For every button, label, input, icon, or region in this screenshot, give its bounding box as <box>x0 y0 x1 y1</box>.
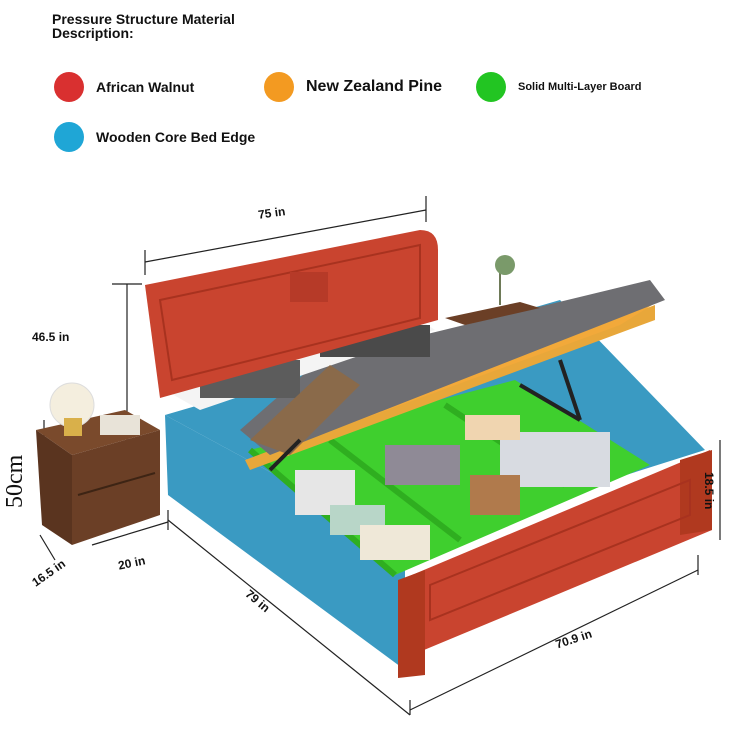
bed-height-label: 18.5 in <box>702 472 716 510</box>
legend-label: New Zealand Pine <box>306 78 443 95</box>
legend-label: Wooden Core Bed Edge <box>96 129 256 145</box>
blue-dot-icon <box>54 122 84 152</box>
headboard-height-label: 46.5 in <box>32 330 70 344</box>
nightstand <box>36 382 160 545</box>
legend-item-african-walnut: African Walnut <box>54 72 194 102</box>
orange-dot-icon <box>264 72 294 102</box>
bed-side-blue <box>165 415 405 670</box>
page-title: Pressure Structure Material Description: <box>52 11 235 41</box>
nightstand-height-label: 50cm <box>2 454 28 508</box>
red-dot-icon <box>54 72 84 102</box>
headboard <box>145 230 438 398</box>
legend-item-new-zealand-pine: New Zealand Pine <box>264 72 442 102</box>
legend-label: African Walnut <box>96 79 195 95</box>
legend-label: Solid Multi-Layer Board <box>518 81 642 93</box>
legend-item-solid-multi-layer-board: Solid Multi-Layer Board <box>476 72 641 102</box>
green-dot-icon <box>476 72 506 102</box>
legend-item-wooden-core-bed-edge: Wooden Core Bed Edge <box>54 122 255 152</box>
mattress <box>240 280 665 455</box>
